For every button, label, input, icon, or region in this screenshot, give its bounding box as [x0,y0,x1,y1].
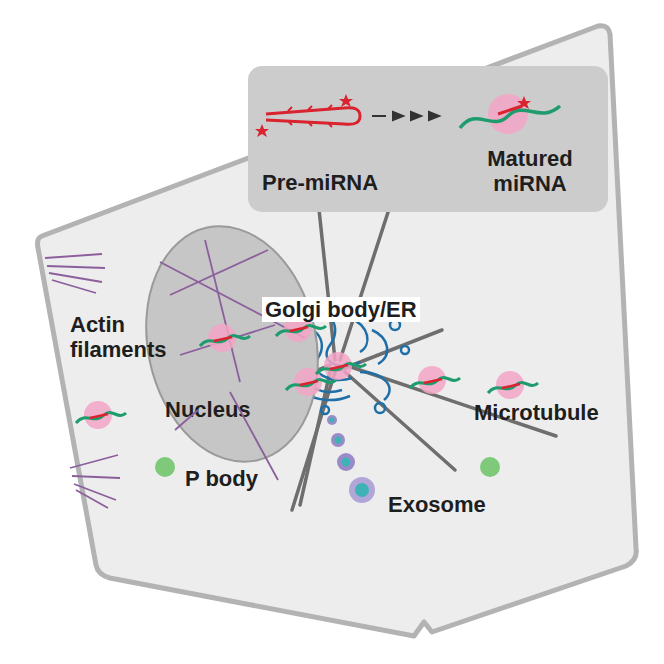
node-label: Nucleus [165,397,251,422]
cell-membrane [38,26,637,636]
actin-bundles [45,254,120,508]
actin-filaments [160,240,305,480]
mirna-complexes [76,314,538,429]
exosomes [327,415,375,503]
node-label: Matured miRNA [460,146,600,197]
organelle-label: Golgi body/ER [262,297,420,322]
organelle-label: P body [185,466,258,491]
structure-label: Actin filaments [70,312,170,363]
node-label: Pre-miRNA [262,170,378,195]
organelle-label: Exosome [388,492,486,517]
nucleus-outline [145,222,320,467]
structure-label: Microtubule [474,400,599,425]
nucleus: Nucleus [145,222,320,467]
inset-panel: Pre-miRNA Matured miRNA [248,66,608,212]
